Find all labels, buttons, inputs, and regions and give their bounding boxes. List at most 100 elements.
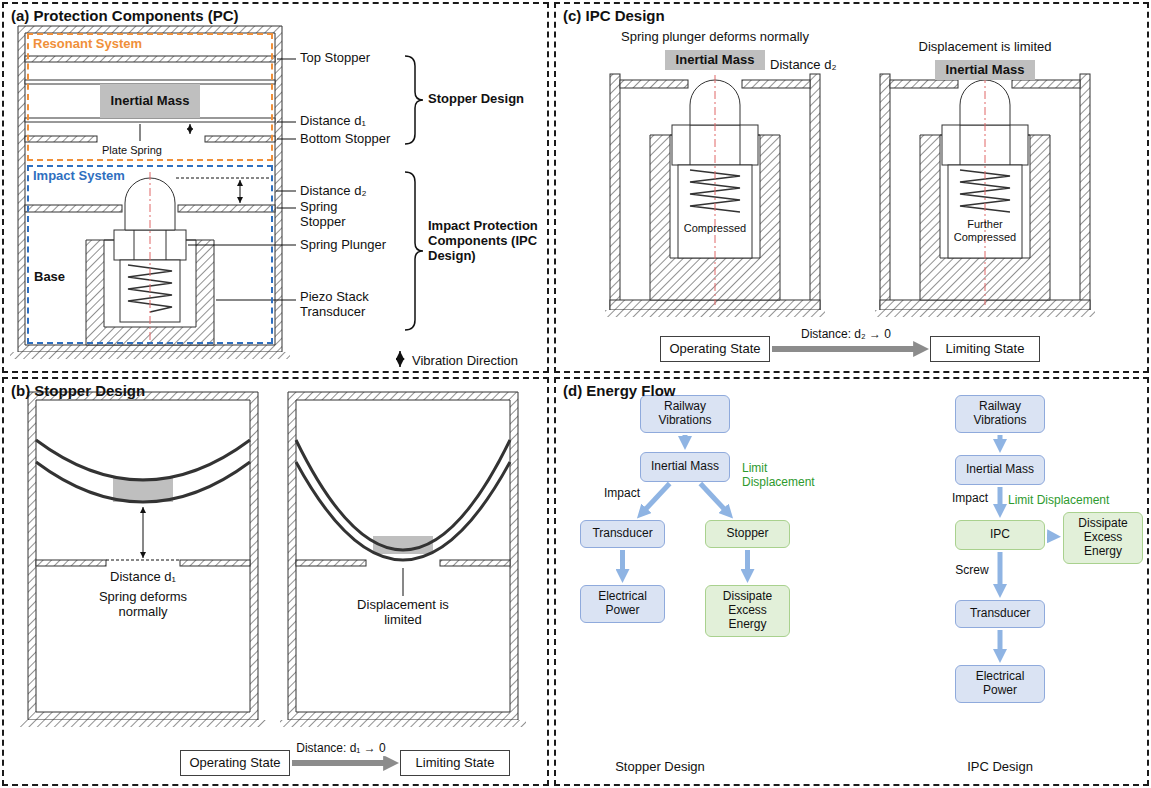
edge-label: Impact xyxy=(602,487,642,501)
state-box: Operating State xyxy=(180,750,290,776)
node-text: Inertial Mass xyxy=(651,460,719,474)
node-text: Operating State xyxy=(669,342,760,357)
state-note: Spring deforms normally xyxy=(88,590,198,620)
plate-spring xyxy=(25,118,275,122)
part-label: Spring Plunger xyxy=(300,238,400,253)
flow-arrow xyxy=(998,552,1003,590)
vibration-arrow xyxy=(399,351,401,367)
panel-frame: (a) Protection Components (PC)Resonant S… xyxy=(3,3,548,372)
process-box: Inertial Mass xyxy=(955,455,1045,485)
process-box: Railway Vibrations xyxy=(955,395,1045,433)
protection-box: IPC xyxy=(955,520,1045,550)
node-text: Electrical Power xyxy=(585,590,660,618)
node-text: Transducer xyxy=(592,527,652,541)
mass-label: Inertial Mass xyxy=(935,63,1035,78)
process-box: Electrical Power xyxy=(580,585,665,623)
node-text: Stopper xyxy=(726,527,768,541)
node-text: Operating State xyxy=(189,756,280,771)
inertial-mass xyxy=(113,478,173,502)
node-text: Inertial Mass xyxy=(966,463,1034,477)
node-text: Railway Vibrations xyxy=(645,400,725,428)
node-text: (b) Stopper Design xyxy=(11,382,145,399)
leader-line xyxy=(140,124,141,141)
panel-frame: (b) Stopper DesignOperating State Limitin… xyxy=(3,378,548,785)
node-text: Dissipate Excess Energy xyxy=(710,590,785,631)
ground xyxy=(20,720,266,727)
flow-arrow xyxy=(998,487,1003,510)
nut-edge xyxy=(166,230,167,260)
flow-arrow xyxy=(700,483,727,512)
leader-line xyxy=(403,568,404,596)
flow-arrow xyxy=(642,483,669,512)
spring-stopper xyxy=(25,205,122,212)
process-box: Inertial Mass xyxy=(640,452,730,482)
inertial-mass xyxy=(100,84,200,118)
node-text: Transducer xyxy=(970,607,1030,621)
leader-line xyxy=(277,208,296,209)
flow-note: Limit Displacement xyxy=(1008,494,1138,508)
bottom-stopper xyxy=(296,560,366,566)
base-housing xyxy=(288,392,518,720)
state-arrow xyxy=(772,346,920,352)
bracket xyxy=(405,172,423,330)
edge-label: Distance: d₁ → 0 xyxy=(294,742,387,756)
flow-arrow xyxy=(620,550,625,575)
protection-box: Stopper xyxy=(705,520,790,548)
ipc-figures xyxy=(605,50,1095,317)
process-box: Transducer xyxy=(955,600,1045,628)
leader-line xyxy=(276,191,296,192)
node-text: (c) IPC Design xyxy=(563,7,665,24)
part-label: Top Stopper xyxy=(300,51,400,66)
leader-line xyxy=(277,122,296,123)
node-text: Limiting State xyxy=(416,756,495,771)
mass-label: Inertial Mass xyxy=(100,94,200,109)
group-label: Impact Protection Components (IPC Design… xyxy=(428,219,546,264)
dimension-arrow xyxy=(143,507,144,558)
bottom-stopper xyxy=(440,560,510,566)
node-text: (a) Protection Components (PC) xyxy=(11,7,239,24)
system-region: Impact System xyxy=(28,166,272,343)
bottom-stopper xyxy=(36,560,106,566)
panel-frame: (d) Energy FlowRailway VibrationsInertia… xyxy=(555,378,1148,785)
ground xyxy=(280,720,526,727)
leader-line xyxy=(188,245,296,246)
dimension-arrow xyxy=(240,180,241,203)
bracket xyxy=(405,56,423,144)
state-note: Displacement is limited xyxy=(885,40,1085,55)
inertial-mass xyxy=(935,60,1035,80)
ground xyxy=(10,352,290,359)
dimension-arrow xyxy=(190,124,191,134)
node-text: Dissipate Excess Energy xyxy=(1068,517,1138,558)
state-note: Spring plunger deforms normally xyxy=(600,30,830,45)
flow-arrow xyxy=(998,435,1003,445)
nut-edge xyxy=(134,230,135,260)
state-note: Further Compressed xyxy=(949,218,1021,243)
center-line xyxy=(150,172,151,340)
node-text: Electrical Power xyxy=(960,670,1040,698)
protection-box: Dissipate Excess Energy xyxy=(1063,512,1143,564)
dimension-line xyxy=(176,178,272,179)
state-note: Displacement is limited xyxy=(348,598,458,628)
inertial-mass xyxy=(665,50,765,70)
dimension-label: Distance d₂ xyxy=(770,58,850,73)
plate-spring xyxy=(25,80,275,84)
process-box: Transducer xyxy=(580,520,665,548)
flow-note: Limit Displacement xyxy=(742,462,827,490)
plate-spring xyxy=(36,462,250,502)
flow-caption: IPC Design xyxy=(930,760,1070,775)
base-housing xyxy=(28,392,258,720)
top-stopper xyxy=(25,56,275,62)
part-label: Bottom Stopper xyxy=(300,132,400,147)
process-box: Electrical Power xyxy=(955,665,1045,703)
process-box: Railway Vibrations xyxy=(640,395,730,433)
panel-frame: (c) IPC DesignOperating State Limiting St… xyxy=(555,3,1148,372)
node-text: (d) Energy Flow xyxy=(563,382,676,399)
dimension-line xyxy=(106,560,180,561)
flow-arrow xyxy=(1047,534,1053,539)
leader-line xyxy=(216,300,296,301)
dimension-label: Distance d₂ xyxy=(300,184,400,199)
part-label: Plate Spring xyxy=(102,144,182,157)
node-text: Railway Vibrations xyxy=(960,400,1040,428)
group-label: Stopper Design xyxy=(428,92,543,107)
state-box: Limiting State xyxy=(930,336,1040,362)
